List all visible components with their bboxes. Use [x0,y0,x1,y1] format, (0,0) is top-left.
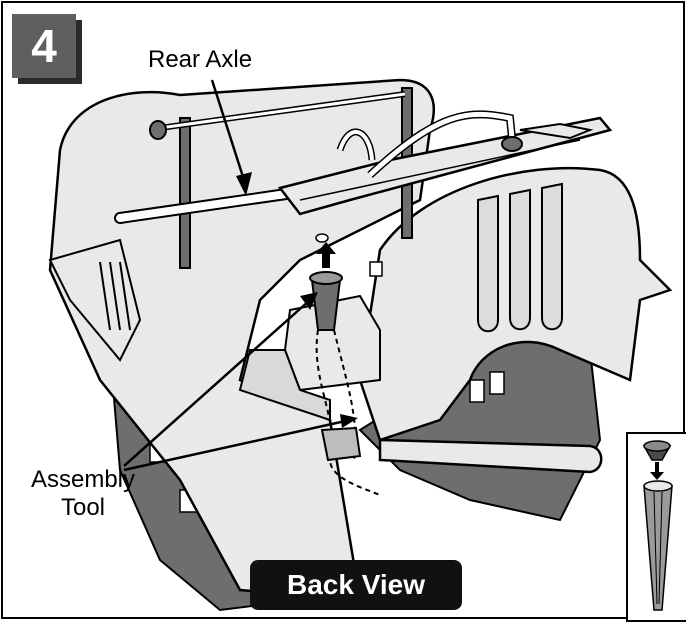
rear-axle-label: Rear Axle [148,46,253,73]
back-view-badge: Back View [250,560,462,610]
rear-axle-rod [114,91,406,224]
tool-detail-inset [626,432,686,622]
step-number: 4 [31,20,57,72]
back-view-text: Back View [286,569,426,600]
assembly-tool-leaders [123,292,358,472]
tool-detail-graphic [642,440,673,611]
assembly-tool-label-line1: Assembly [30,466,136,493]
assembly-tool-label-line2: Tool [60,494,106,521]
assembly-tool-graphic [309,242,603,497]
steering-crossbar [277,110,613,243]
step-number-badge: 4 [12,14,76,78]
rear-axle-leader [210,79,252,196]
assembly-tool-label: Assembly Tool [8,466,158,522]
